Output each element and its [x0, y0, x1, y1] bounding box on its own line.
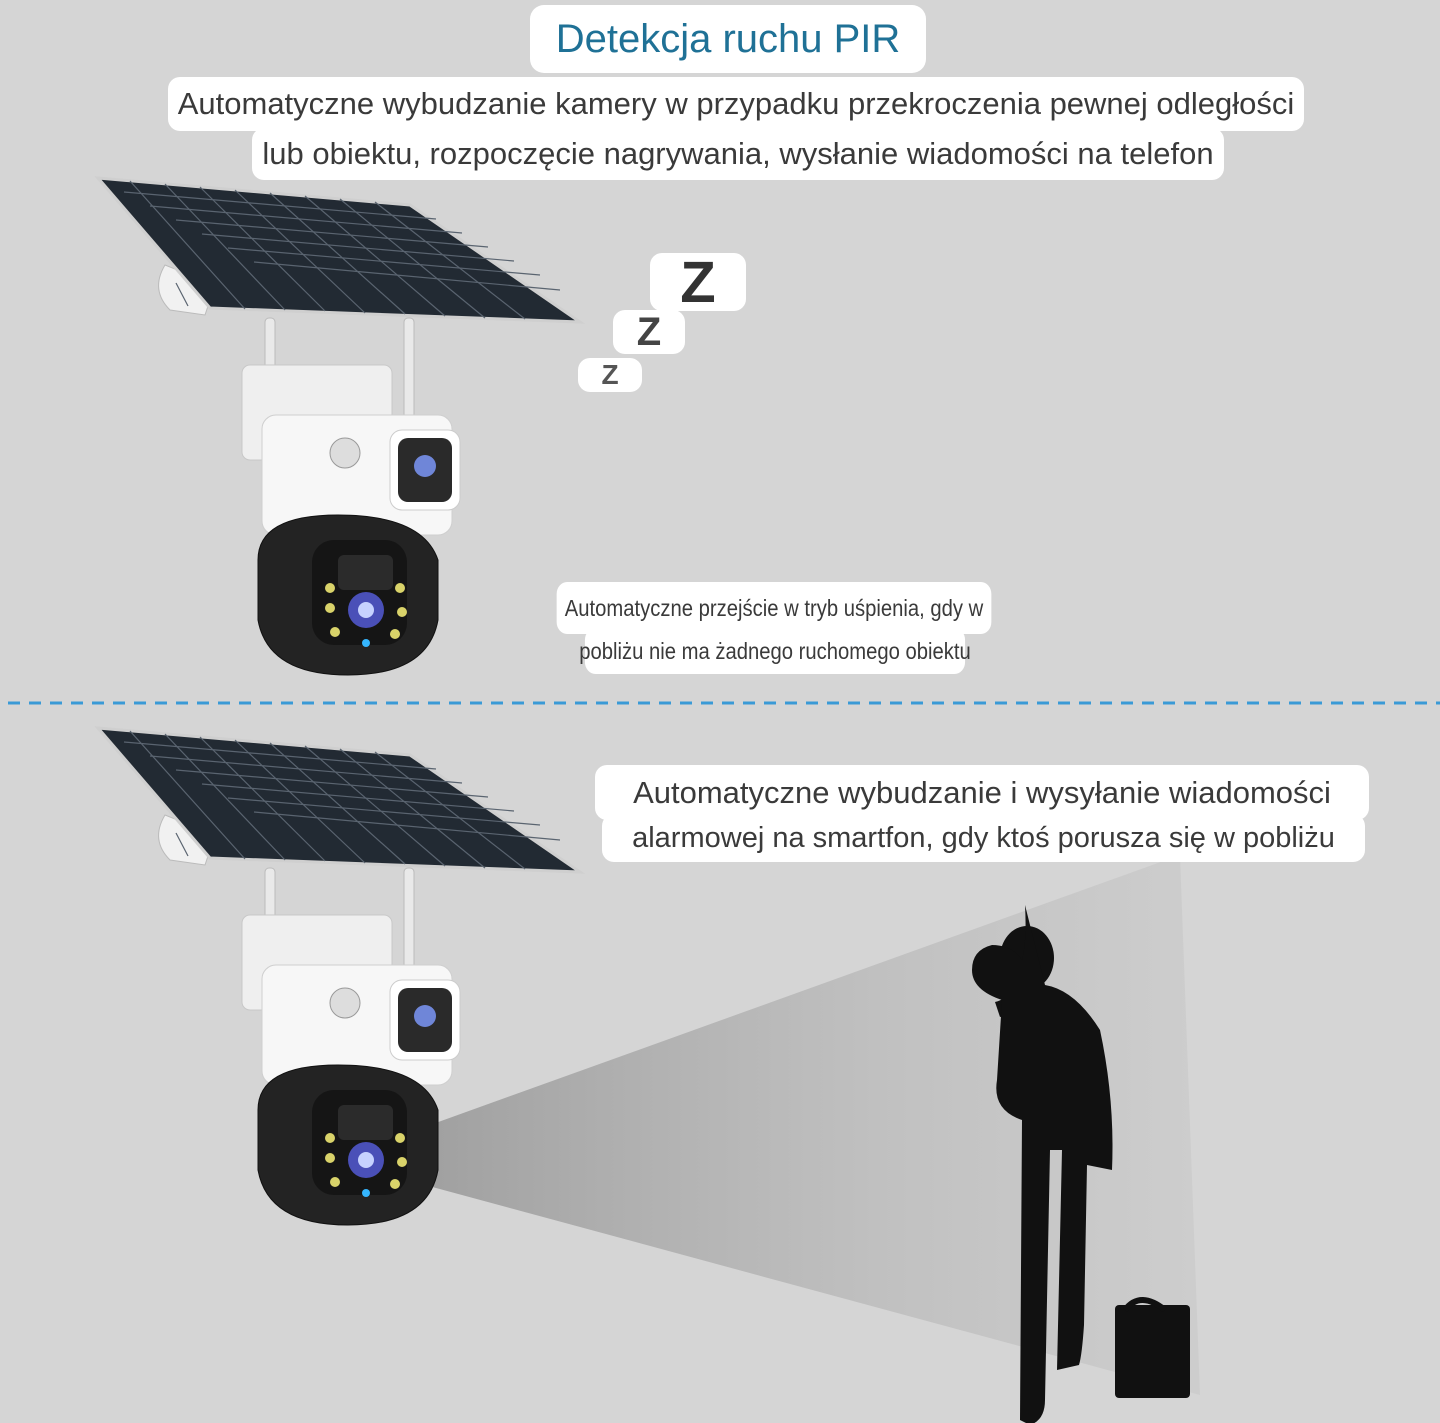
sleep-z-icon-large: Z: [650, 250, 746, 315]
alarm-caption-line1: Automatyczne wybudzanie i wysyłanie wiad…: [595, 765, 1369, 820]
page-title: Detekcja ruchu PIR: [530, 5, 926, 73]
header-description-line1: Automatyczne wybudzanie kamery w przypad…: [168, 77, 1304, 131]
sleep-caption-line1: Automatyczne przejście w tryb uśpienia, …: [556, 582, 992, 634]
sleep-z-icon-medium: Z: [613, 310, 685, 354]
sleep-z-icon-small: Z: [578, 358, 642, 392]
alarm-caption-line2: alarmowej na smartfon, gdy ktoś porusza …: [602, 814, 1365, 862]
header-description-line2: lub obiektu, rozpoczęcie nagrywania, wys…: [252, 128, 1224, 180]
sleep-caption-line2: pobliżu nie ma żadnego ruchomego obiektu: [579, 628, 971, 674]
